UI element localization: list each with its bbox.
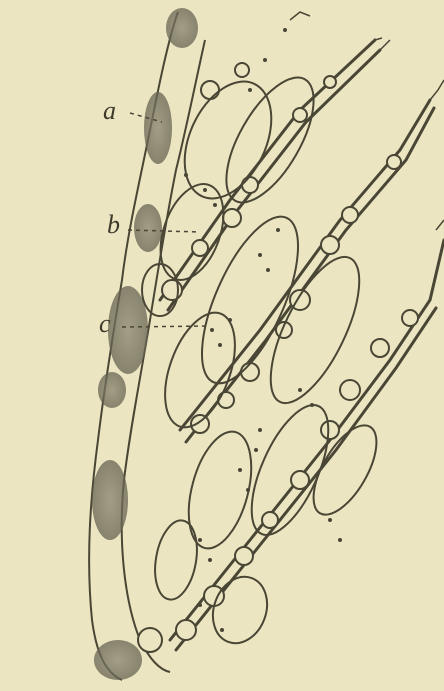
label-a: a [103,98,116,124]
label-b: b [107,212,120,238]
label-c: c [99,311,111,337]
spicule-tips [290,12,444,230]
